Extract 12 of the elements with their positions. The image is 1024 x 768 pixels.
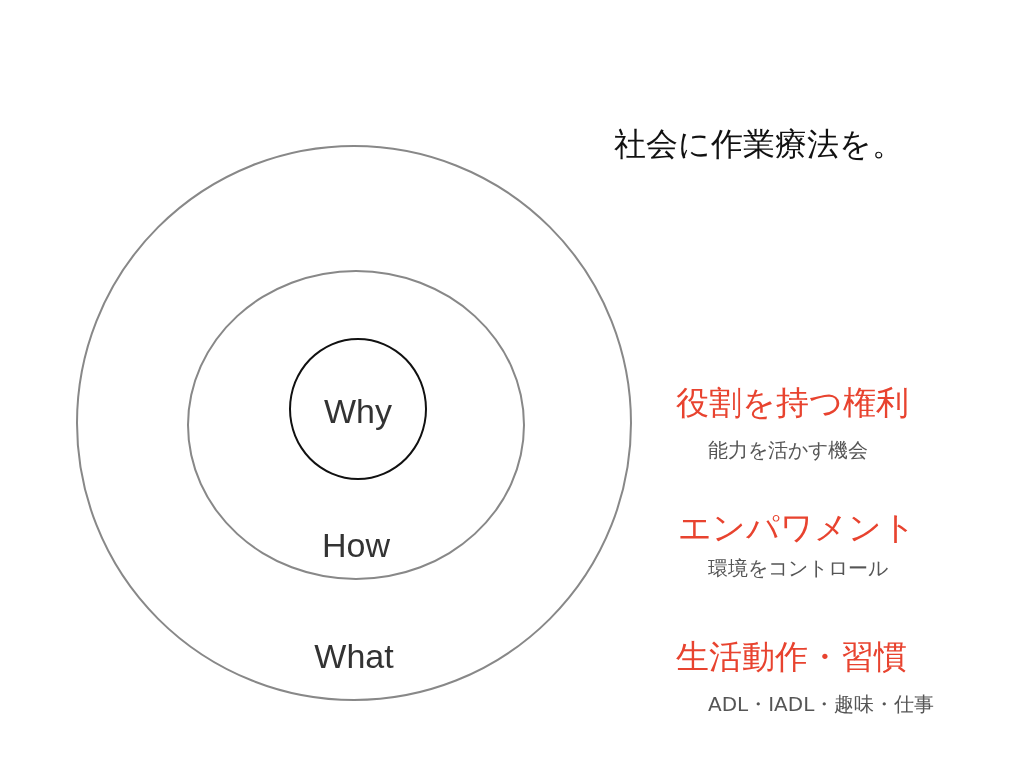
heading: 役割を持つ権利 [676, 383, 909, 423]
subtext: 能力を活かす機会 [708, 438, 868, 462]
subtext: 環境をコントロール [708, 556, 888, 580]
circle-label: What [313, 639, 395, 673]
circle [289, 338, 427, 480]
circle-label: Why [323, 394, 393, 428]
heading: エンパワメント [678, 508, 916, 548]
subtext: ADL・IADL・趣味・仕事 [708, 692, 935, 716]
title: 社会に作業療法を。 [614, 125, 904, 164]
heading: 生活動作・習慣 [676, 637, 907, 677]
circle-label: How [321, 528, 391, 562]
circle [187, 270, 525, 580]
